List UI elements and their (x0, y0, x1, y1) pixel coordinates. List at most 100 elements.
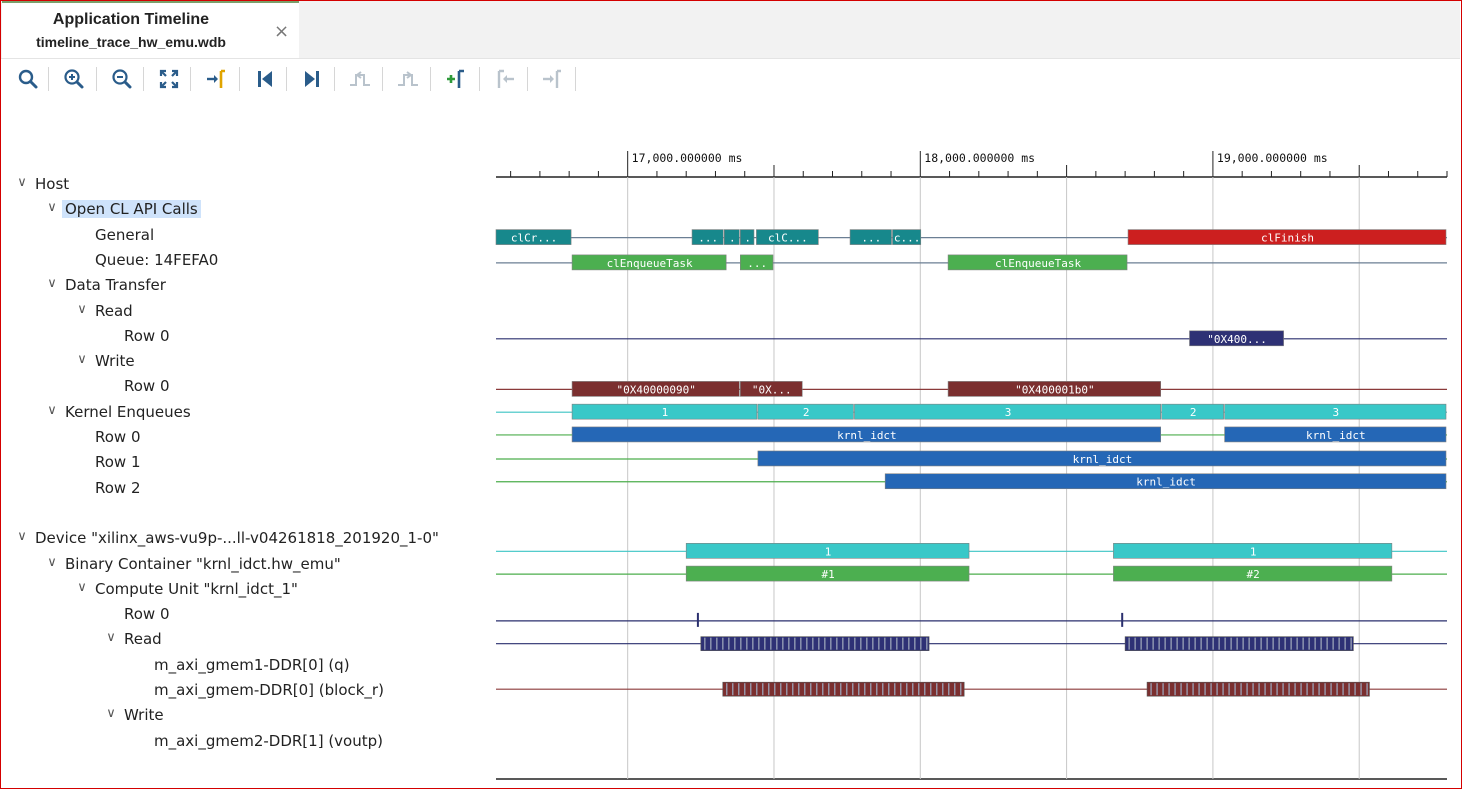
timeline-bar (854, 403, 1162, 420)
tree-item[interactable]: Row 0 (124, 605, 170, 629)
ruler-tick-label: 19,000.000000 ms (1217, 151, 1328, 165)
tree-item[interactable]: Data Transfer (65, 276, 166, 300)
close-icon[interactable]: × (274, 21, 290, 42)
tab-subtitle: timeline_trace_hw_emu.wdb (36, 34, 226, 50)
timeline-bar (756, 229, 819, 245)
timeline-bar-label: 1 (825, 545, 832, 558)
zoom-out-icon[interactable] (107, 65, 137, 93)
tree-item-label: Row 1 (95, 453, 141, 472)
zoom-fit-icon[interactable] (154, 65, 184, 93)
tab-application-timeline[interactable]: Application Timeline timeline_trace_hw_e… (2, 1, 299, 58)
timeline-bar (571, 403, 758, 420)
timeline-bar (757, 450, 1447, 467)
tree-item[interactable]: Read (95, 302, 133, 326)
chevron-down-icon[interactable]: ∨ (77, 579, 87, 595)
chevron-down-icon[interactable]: ∨ (47, 554, 57, 570)
tree-item[interactable]: m_axi_gmem2-DDR[1] (voutp) (154, 732, 383, 756)
timeline-bar-label: #2 (1247, 568, 1260, 581)
tree-item[interactable]: Row 0 (95, 428, 141, 452)
toolbar-separator (334, 67, 335, 91)
timeline-bar-label: clEnqueueTask (995, 257, 1081, 270)
toolbar-separator (286, 67, 287, 91)
timeline-bar (495, 229, 572, 245)
search-icon[interactable] (13, 65, 43, 93)
tree-item-label: Queue: 14FEFA0 (95, 250, 219, 269)
chevron-down-icon[interactable]: ∨ (77, 352, 87, 368)
chevron-down-icon[interactable]: ∨ (47, 402, 57, 418)
toolbar-separator (430, 67, 431, 91)
tree-item[interactable]: Write (124, 706, 164, 730)
tree-item[interactable]: m_axi_gmem1-DDR[0] (q) (154, 656, 350, 680)
chevron-down-icon[interactable]: ∨ (17, 175, 27, 190)
add-marker-icon[interactable] (441, 65, 471, 93)
tree-item-label: Host (35, 175, 70, 193)
tree-item[interactable]: Device "xilinx_aws-vu9p-...ll-v04261818_… (35, 529, 439, 553)
tree-item[interactable]: Read (124, 630, 162, 654)
tree-item[interactable]: Row 0 (124, 327, 170, 351)
toolbar-separator (479, 67, 480, 91)
timeline-bar-label: c... (894, 232, 921, 245)
timeline-bar (884, 473, 1447, 490)
tree-item[interactable]: Row 1 (95, 453, 141, 477)
timeline-bar (691, 229, 724, 245)
timeline-bar-label: ... (747, 257, 767, 270)
tree-item-label: Open CL API Calls (62, 200, 201, 219)
timeline-bar-label: 2 (803, 406, 810, 419)
go-to-end-icon[interactable] (297, 65, 327, 93)
go-to-start-icon[interactable] (250, 65, 280, 93)
tree-item[interactable]: Row 2 (95, 479, 141, 503)
toolbar-separator (48, 67, 49, 91)
tree-item[interactable]: Open CL API Calls (62, 200, 201, 224)
tree-item[interactable]: Write (95, 352, 135, 376)
timeline-bar (1113, 565, 1393, 582)
timeline-bar (685, 543, 970, 559)
timeline-bar (947, 381, 1161, 397)
toolbar-separator (239, 67, 240, 91)
chevron-down-icon[interactable]: ∨ (106, 706, 116, 722)
timeline-bar (1189, 330, 1284, 347)
tree-item[interactable]: General (95, 226, 154, 250)
toolbar-separator (190, 67, 191, 91)
timeline-bar-label: 1 (1250, 545, 1257, 558)
timeline-bar (757, 403, 854, 420)
go-to-cursor-icon[interactable] (201, 65, 231, 93)
timeline-bar (571, 254, 727, 271)
timeline-bar-label: krnl_idct (1306, 429, 1366, 442)
chevron-down-icon[interactable]: ∨ (77, 301, 87, 317)
tree-item-label: m_axi_gmem1-DDR[0] (q) (154, 655, 350, 674)
tree-item-label: Read (124, 630, 162, 649)
tree-item-label: Row 0 (95, 428, 141, 446)
tree-item-label: Binary Container "krnl_idct.hw_emu" (65, 554, 341, 573)
tree-item[interactable]: Compute Unit "krnl_idct_1" (95, 580, 298, 604)
tree-item[interactable]: m_axi_gmem-DDR[0] (block_r) (154, 681, 384, 705)
tree-item[interactable]: Row 0 (124, 377, 170, 401)
chevron-down-icon[interactable]: ∨ (47, 276, 57, 292)
tree-item-label: General (95, 225, 155, 244)
timeline-bar (723, 229, 740, 245)
tree-item[interactable]: Queue: 14FEFA0 (95, 251, 218, 275)
timeline-bar (1224, 426, 1447, 443)
timeline-bar-label: ... (698, 232, 718, 245)
toolbar-separator (575, 67, 576, 91)
tree-item[interactable]: Host (35, 175, 69, 199)
timeline-bar (740, 381, 803, 397)
timeline-bar (849, 229, 892, 245)
timeline-bar (740, 229, 755, 245)
tree-item-label: Data Transfer (65, 276, 166, 295)
tree-item-label: Read (95, 301, 133, 320)
tree-item-label: Row 0 (124, 605, 170, 624)
timeline-bar-label: 3 (1332, 406, 1339, 419)
tree-item-label: Row 0 (124, 326, 170, 345)
timeline-bar (571, 381, 740, 397)
zoom-in-icon[interactable] (59, 65, 89, 93)
tree-item[interactable]: Binary Container "krnl_idct.hw_emu" (65, 555, 341, 579)
chevron-down-icon[interactable]: ∨ (106, 630, 116, 646)
chevron-down-icon[interactable]: ∨ (47, 200, 57, 216)
tree-item-label: Write (95, 352, 135, 371)
tree-item[interactable]: Kernel Enqueues (65, 403, 191, 427)
previous-marker-icon (490, 65, 520, 93)
chevron-down-icon[interactable]: ∨ (17, 529, 27, 545)
timeline-bar-label: ... (861, 232, 881, 245)
timeline-bar-label: krnl_idct (1073, 453, 1133, 466)
